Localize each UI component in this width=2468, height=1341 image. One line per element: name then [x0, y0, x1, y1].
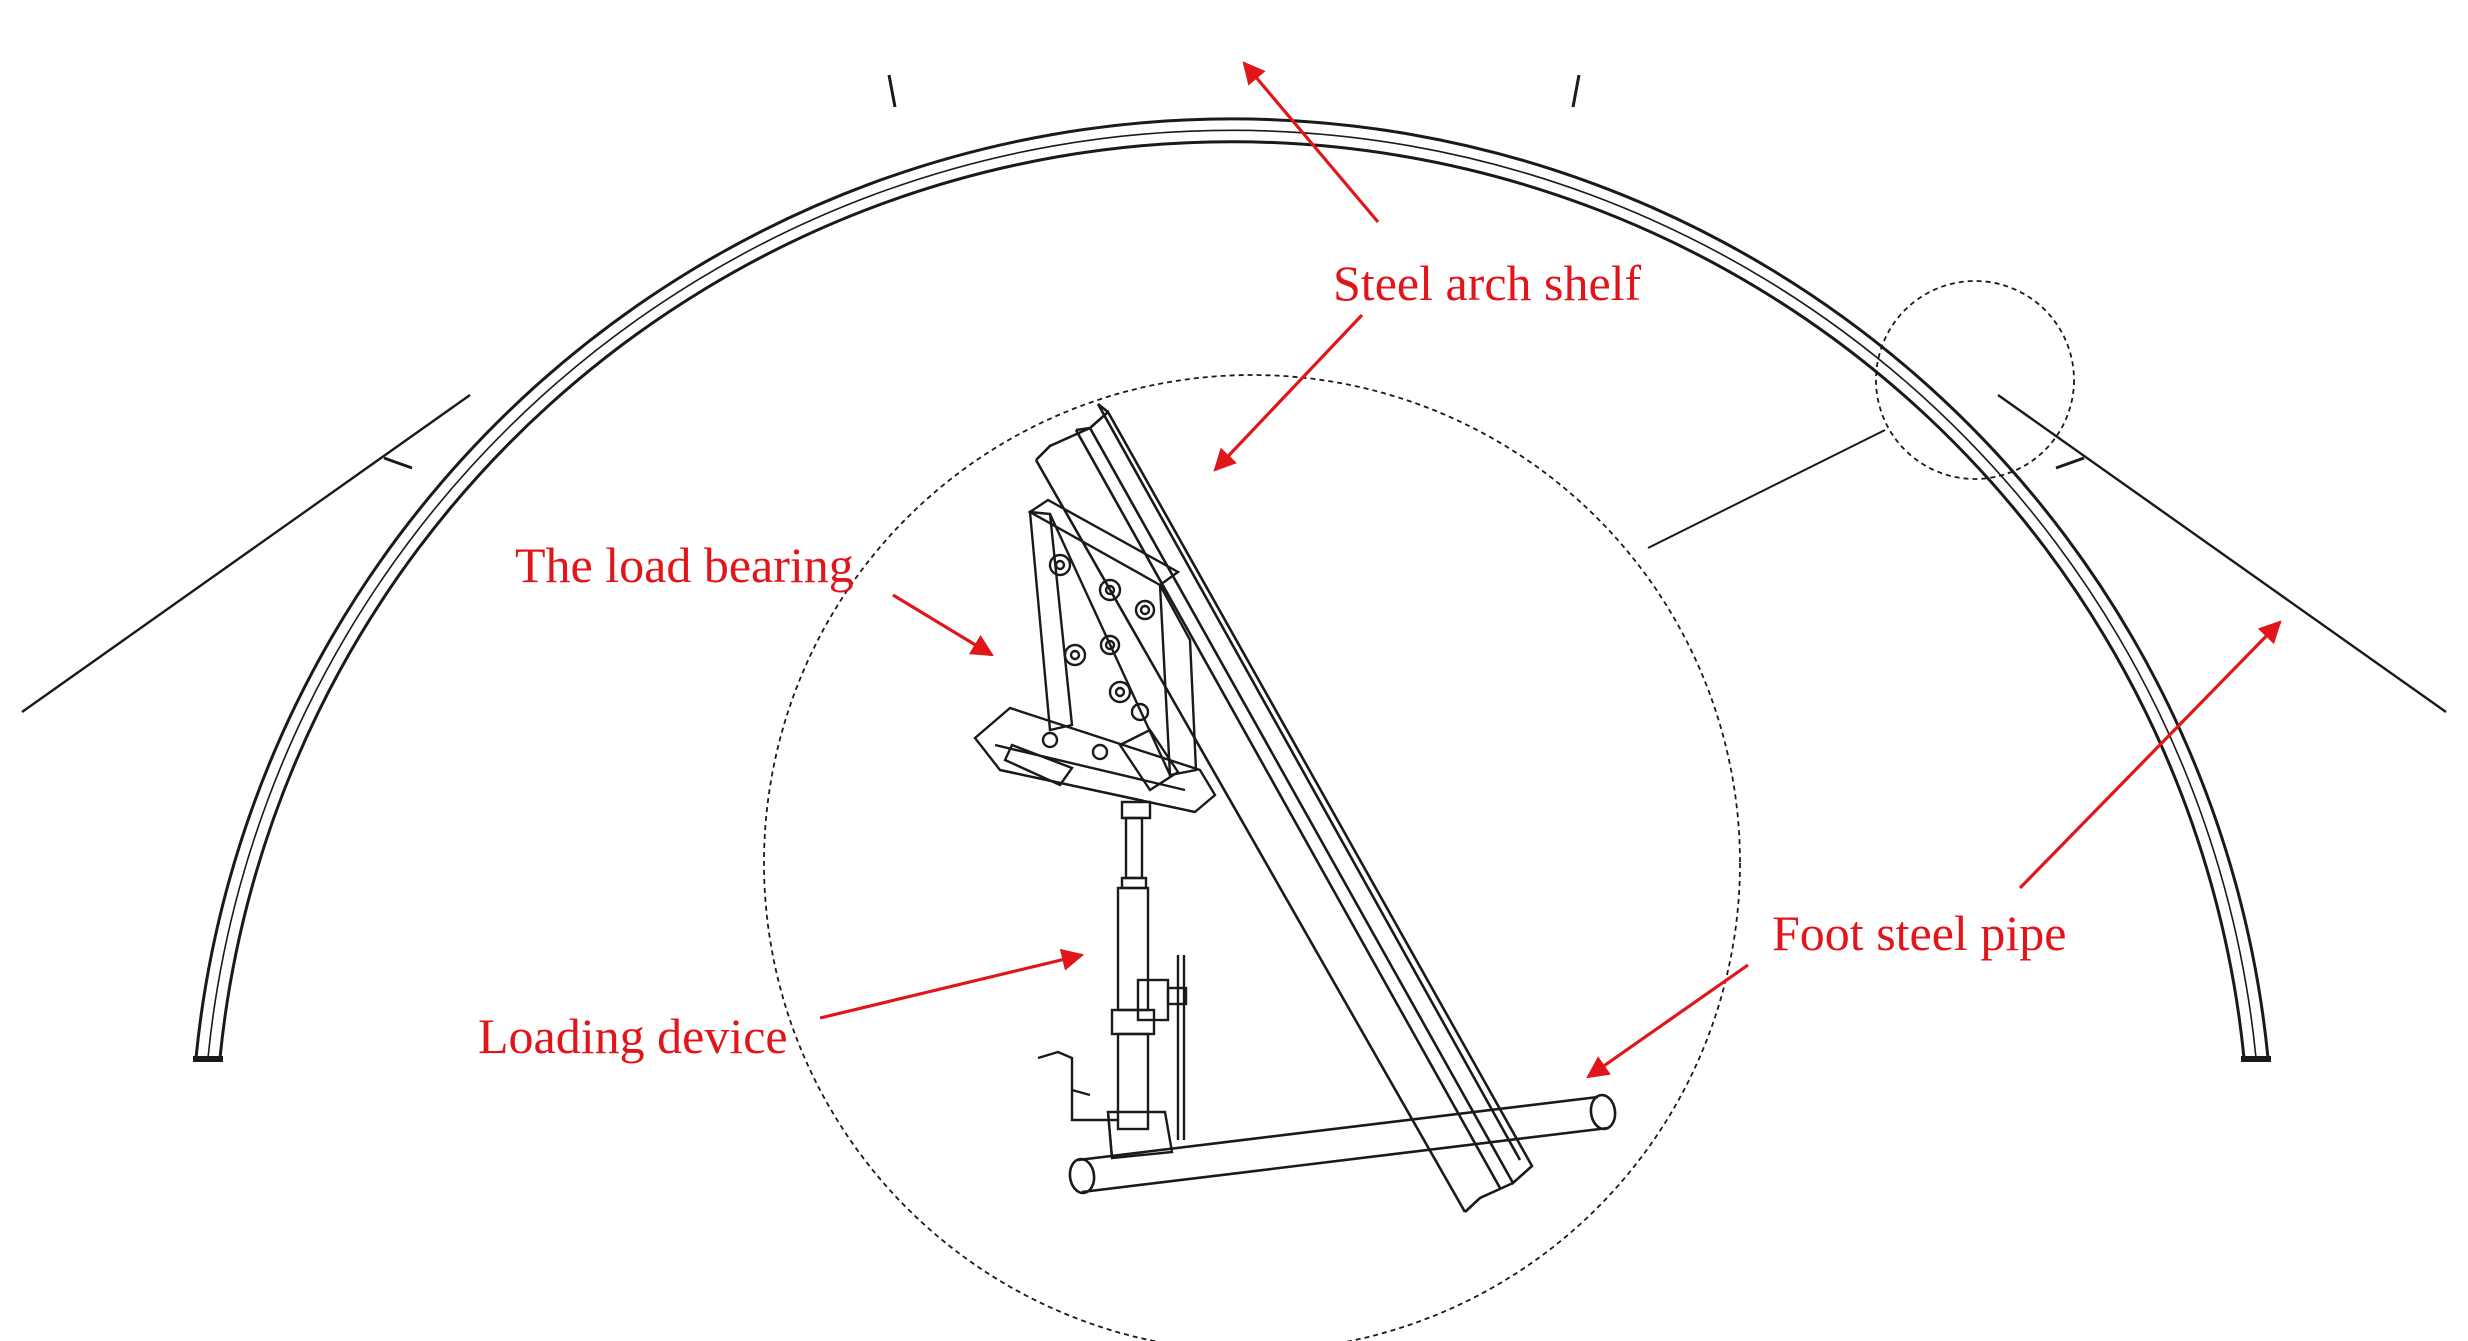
- arch-joint-left-top: [887, 74, 897, 108]
- arrow-load-bearing: [892, 593, 994, 657]
- label-steel-arch-shelf: Steel arch shelf: [1333, 255, 1642, 311]
- arrow-arch-top: [1242, 61, 1380, 224]
- label-load-bearing: The load bearing: [515, 537, 854, 593]
- inclined-steel-beam: [1034, 402, 1534, 1213]
- label-foot-steel-pipe: Foot steel pipe: [1772, 905, 2066, 961]
- detail-circle-large: [763, 374, 1741, 1341]
- foot-steel-pipe: [1068, 1093, 1617, 1195]
- load-bearing-bracket: [973, 498, 1217, 814]
- steel-arch: [193, 74, 2271, 1062]
- annotation-arrows: [819, 61, 2282, 1079]
- arch-joint-right-side: [2055, 456, 2085, 470]
- arrow-arch-beam: [1213, 313, 1364, 472]
- right-foot-line: [1997, 394, 2447, 713]
- arrow-foot-pipe: [1586, 963, 1749, 1079]
- arch-joint-right-top: [1571, 74, 1581, 108]
- left-foot-line: [21, 394, 471, 713]
- arch-foot-right: [2241, 1056, 2271, 1062]
- loading-device-jack: [1037, 800, 1188, 1160]
- label-loading-device: Loading device: [478, 1008, 788, 1064]
- arch-joint-left-side: [383, 456, 413, 470]
- arrow-loading-device: [819, 948, 1085, 1020]
- detail-circle-small: [1875, 280, 2075, 480]
- arch-foot-left: [193, 1056, 223, 1062]
- detail-leader-line: [1647, 429, 1886, 549]
- arrow-arch-right: [2018, 620, 2282, 890]
